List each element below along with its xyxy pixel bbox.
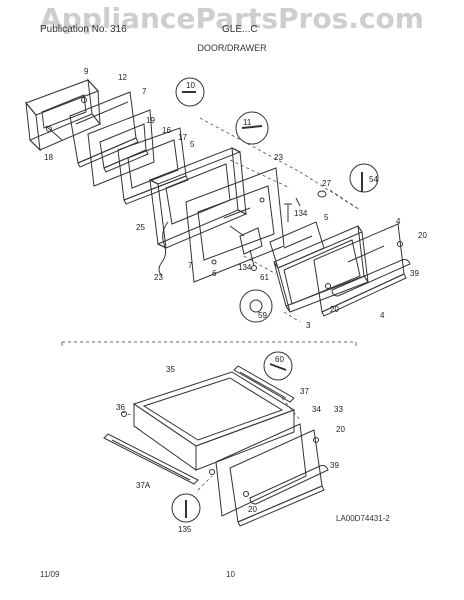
drawer-body-part: [132, 371, 296, 471]
door-glass-pack-part: [117, 127, 189, 205]
callout-60: 60: [275, 355, 284, 364]
callout-7-upper: 7: [142, 87, 147, 96]
callout-39-upper: 39: [410, 269, 419, 278]
door-outer-panel-part: [185, 167, 285, 283]
callout-33: 33: [334, 405, 343, 414]
door-inner-frame-part: [25, 78, 101, 152]
callout-bubble-60: [263, 351, 293, 381]
callout-34: 34: [312, 405, 321, 414]
publication-label: Publication No. 316: [40, 24, 127, 35]
callout-10: 10: [186, 81, 195, 90]
footer-page: 10: [226, 570, 235, 579]
wire-harness-part: [158, 221, 169, 277]
callout-25: 25: [136, 223, 145, 232]
callout-16: 16: [162, 126, 171, 135]
callout-17: 17: [178, 133, 187, 142]
door-insulation-part: [69, 91, 139, 168]
callout-bubble-59: [239, 289, 273, 323]
callout-bubble-54: [349, 163, 379, 193]
drawer-front-part: [215, 423, 329, 527]
callout-5-lower: 5: [324, 213, 329, 222]
callout-4-lower: 4: [380, 311, 385, 320]
footer-date: 11/09: [40, 570, 60, 579]
callout-12: 12: [118, 73, 127, 82]
door-bracket-part: [239, 227, 263, 271]
callout-6: 6: [212, 269, 217, 278]
callout-bubble-135: [171, 493, 201, 523]
callout-11: 11: [243, 118, 252, 127]
callout-37: 37: [300, 387, 309, 396]
callout-61: 61: [260, 273, 269, 282]
callout-3: 3: [306, 321, 311, 330]
callout-59: 59: [258, 311, 267, 320]
callout-20-upper: 20: [418, 231, 427, 240]
callout-20-lower: 20: [330, 305, 339, 314]
callout-35: 35: [166, 365, 175, 374]
callout-19: 19: [146, 116, 155, 125]
callout-bubble-10: [175, 77, 205, 107]
callout-135: 135: [178, 525, 192, 534]
callout-20-drawer-left: 20: [248, 505, 257, 514]
callout-27: 27: [322, 179, 331, 188]
drawer-rail-right-part: [233, 365, 295, 403]
diagram-code: LA00D74431-2: [336, 514, 390, 523]
callout-7-lower: 7: [188, 261, 193, 270]
drawer-rail-left-part: [103, 433, 199, 485]
callout-23-upper: 23: [274, 153, 283, 162]
callout-bubble-11: [235, 111, 269, 145]
callout-37a: 37A: [136, 481, 151, 490]
callout-36: 36: [116, 403, 125, 412]
callout-18: 18: [44, 153, 53, 162]
callout-4-upper: 4: [396, 217, 401, 226]
callout-23-lower: 23: [154, 273, 163, 282]
callout-5-upper: 5: [190, 140, 195, 149]
outer-door-part: [313, 223, 411, 317]
callout-54: 54: [369, 175, 378, 184]
callout-134-lower: 134: [238, 263, 252, 272]
page-title: DOOR/DRAWER: [197, 43, 267, 53]
door-glass-part: [269, 221, 325, 269]
watermark: AppliancePartsPros.com: [40, 2, 424, 35]
callout-9: 9: [84, 67, 89, 76]
callout-134-upper: 134: [294, 209, 308, 218]
outer-door-frame-part: [273, 225, 369, 313]
model-label: GLE...C: [222, 24, 258, 35]
callout-20-drawer-right: 20: [336, 425, 345, 434]
callout-39-lower: 39: [330, 461, 339, 470]
